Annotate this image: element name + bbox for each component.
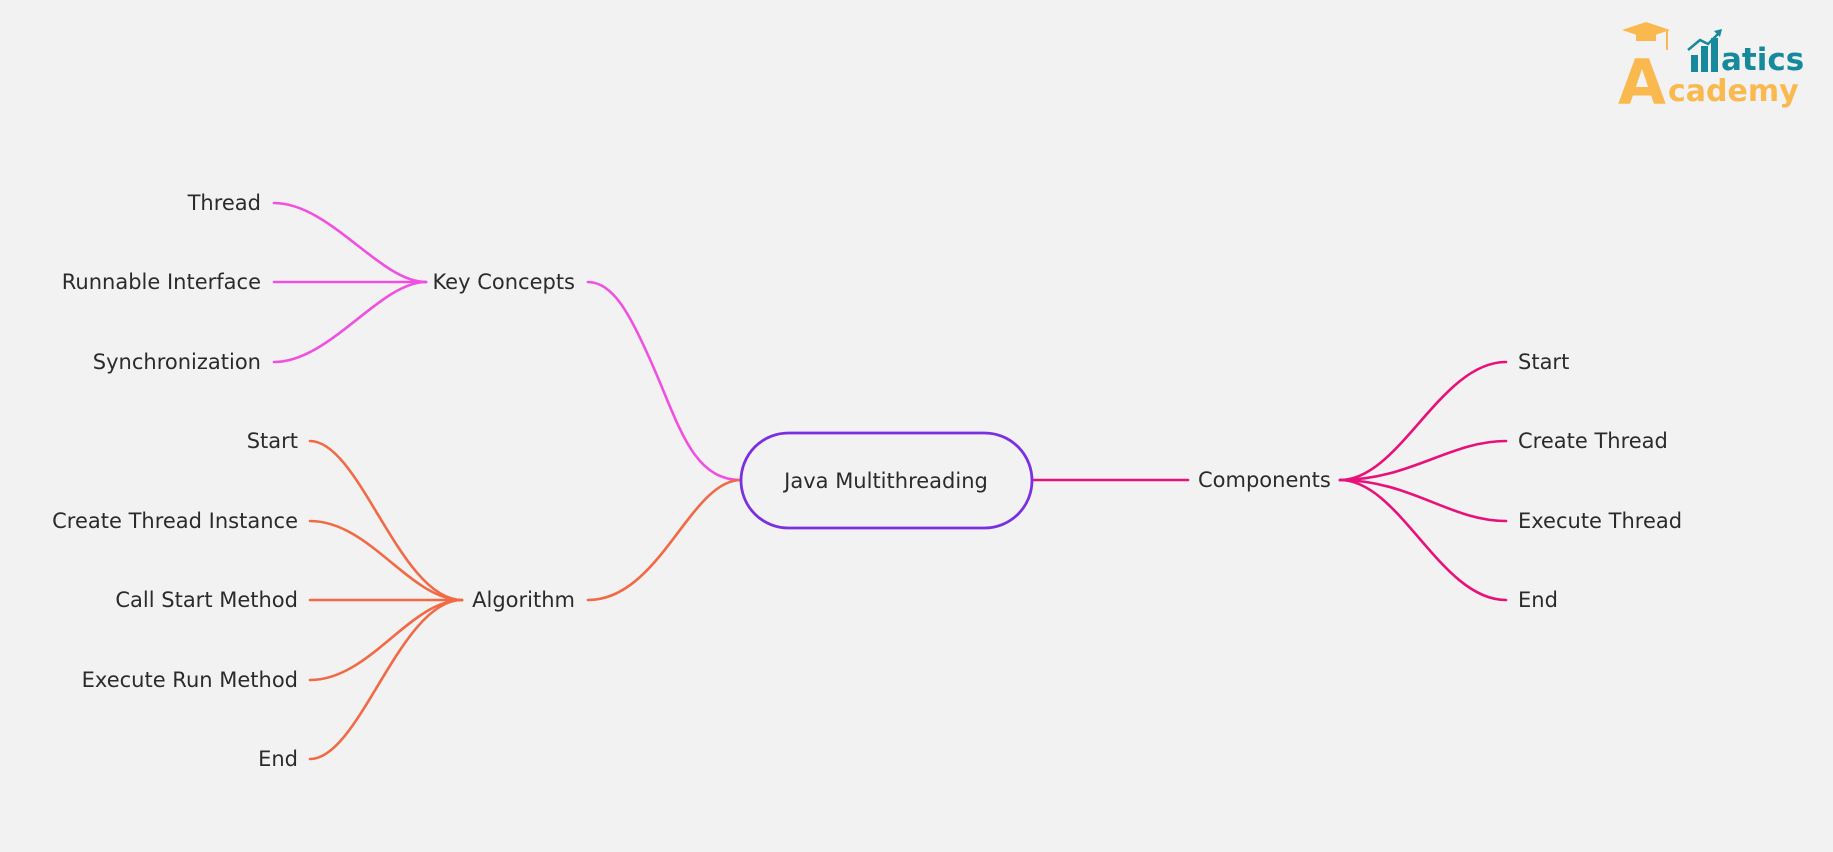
- connector-key-concepts-synchronization: [272, 280, 428, 364]
- algorithm-child-label[interactable]: End: [258, 747, 298, 771]
- algorithm-child-label[interactable]: Start: [247, 429, 298, 453]
- graduation-cap-icon: [1622, 22, 1670, 50]
- connector-components-start: [1338, 360, 1508, 482]
- connector-center-algorithm: [586, 478, 743, 602]
- center-node[interactable]: [739, 431, 1034, 530]
- center-node-label: Java Multithreading: [782, 469, 988, 493]
- branch-key-concepts-label[interactable]: Key Concepts: [432, 270, 575, 294]
- connector-algorithm-create-instance: [308, 519, 464, 602]
- components-child-label[interactable]: Create Thread: [1518, 429, 1668, 453]
- components-child-label[interactable]: Start: [1518, 350, 1569, 374]
- branch-algorithm-label[interactable]: Algorithm: [472, 588, 575, 612]
- logo-line1: atics: [1721, 42, 1804, 78]
- components-connectors: [1030, 360, 1508, 602]
- bar-chart-icon: [1687, 29, 1722, 72]
- academy-logo: A atics cademy: [1618, 22, 1804, 119]
- connector-components-end: [1338, 478, 1508, 602]
- key-concepts-child-label[interactable]: Thread: [187, 191, 261, 215]
- components-child-label[interactable]: End: [1518, 588, 1558, 612]
- algorithm-child-label[interactable]: Create Thread Instance: [52, 509, 298, 533]
- logo-initial: A: [1618, 46, 1666, 119]
- components-child-label[interactable]: Execute Thread: [1518, 509, 1682, 533]
- connector-algorithm-start: [308, 439, 464, 602]
- key-concepts-child-label[interactable]: Synchronization: [93, 350, 261, 374]
- logo-line2: cademy: [1668, 74, 1799, 109]
- connector-center-key-concepts: [586, 280, 743, 482]
- connector-components-execute-thread: [1338, 478, 1508, 523]
- key-concepts-child-label[interactable]: Runnable Interface: [62, 270, 261, 294]
- connector-key-concepts-thread: [272, 201, 428, 284]
- connector-components-create-thread: [1338, 439, 1508, 482]
- algorithm-child-label[interactable]: Call Start Method: [115, 588, 298, 612]
- key-concepts-connectors: [272, 201, 743, 482]
- algorithm-connectors: [308, 439, 743, 761]
- branch-components-label[interactable]: Components: [1198, 468, 1331, 492]
- connector-algorithm-execute-run: [308, 598, 464, 682]
- algorithm-child-label[interactable]: Execute Run Method: [82, 668, 298, 692]
- connector-algorithm-end: [308, 598, 464, 761]
